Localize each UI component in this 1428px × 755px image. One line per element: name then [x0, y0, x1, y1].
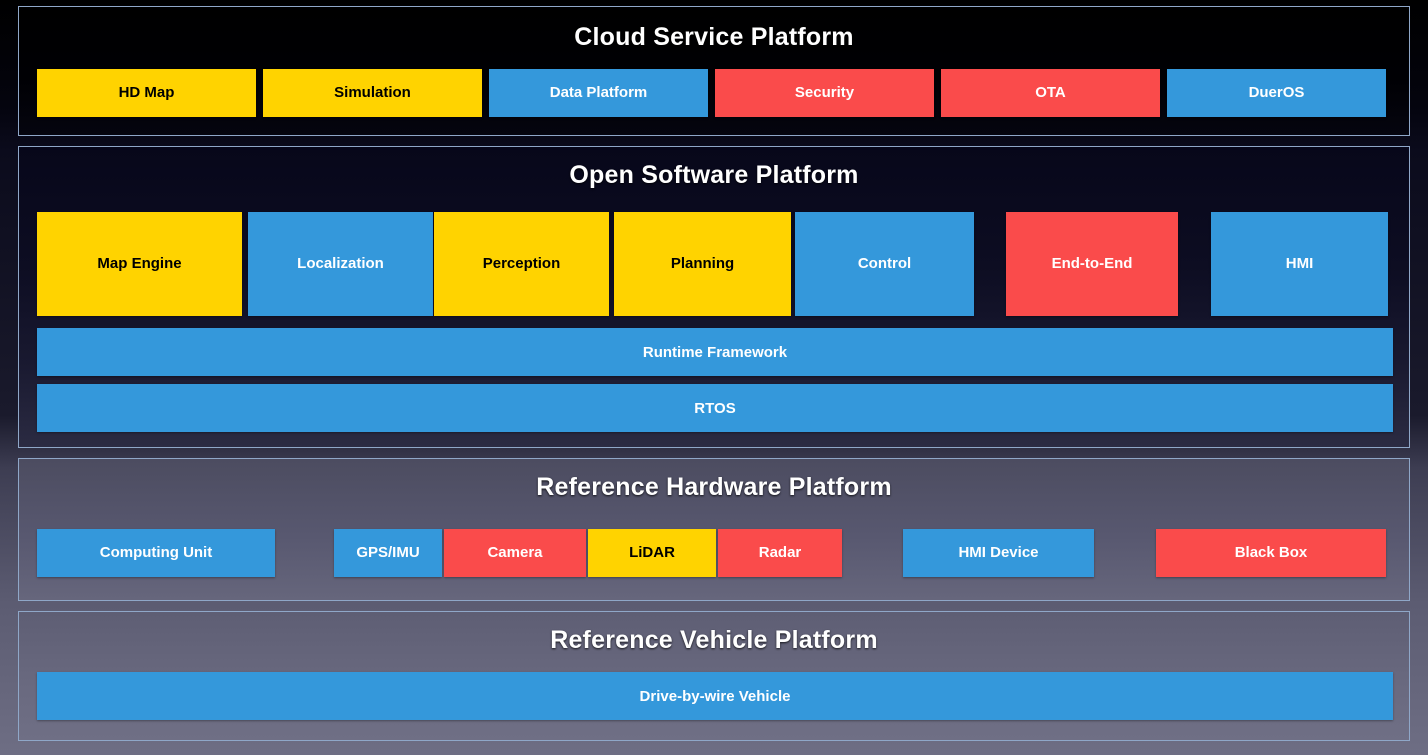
block-label: Localization: [297, 255, 384, 273]
block-label: LiDAR: [629, 544, 675, 562]
block-label: DuerOS: [1248, 84, 1305, 102]
block-label: Security: [794, 84, 855, 102]
block-label: Perception: [482, 255, 561, 273]
layer-title-cloud: Cloud Service Platform: [574, 23, 854, 51]
block-label: HMI Device: [958, 544, 1039, 562]
block-label: HMI: [1285, 255, 1314, 273]
layer-cloud-service-platform: Cloud Service Platform HD Map Simulation…: [18, 6, 1410, 136]
block-label: End-to-End: [1051, 255, 1133, 273]
bar-label: Runtime Framework: [642, 343, 788, 361]
layer-open-software-platform: Open Software Platform Map Engine Locali…: [18, 146, 1410, 448]
block-label: HD Map: [118, 84, 175, 102]
block-computing-unit[interactable]: Computing Unit: [37, 529, 275, 577]
layer-title-vehicle: Reference Vehicle Platform: [550, 626, 878, 654]
block-hmi-device[interactable]: HMI Device: [903, 529, 1094, 577]
block-control[interactable]: Control: [795, 212, 974, 316]
block-hd-map[interactable]: HD Map: [37, 69, 256, 117]
bar-drive-by-wire-vehicle[interactable]: Drive-by-wire Vehicle: [37, 672, 1393, 720]
block-label: Planning: [670, 255, 735, 273]
layer-title-hardware: Reference Hardware Platform: [536, 473, 892, 501]
block-label: Black Box: [1234, 544, 1308, 562]
block-planning[interactable]: Planning: [614, 212, 791, 316]
block-end-to-end[interactable]: End-to-End: [1006, 212, 1178, 316]
block-radar[interactable]: Radar: [718, 529, 842, 577]
layer-reference-hardware-platform: Reference Hardware Platform Computing Un…: [18, 458, 1410, 601]
block-ota[interactable]: OTA: [941, 69, 1160, 117]
block-simulation[interactable]: Simulation: [263, 69, 482, 117]
block-label: Data Platform: [549, 84, 648, 102]
layer-title-software: Open Software Platform: [569, 161, 859, 189]
block-localization[interactable]: Localization: [248, 212, 433, 316]
layer-reference-vehicle-platform: Reference Vehicle Platform Drive-by-wire…: [18, 611, 1410, 741]
block-label: Map Engine: [97, 255, 182, 273]
block-label: Simulation: [334, 84, 411, 102]
block-lidar[interactable]: LiDAR: [588, 529, 716, 577]
block-label: Control: [857, 255, 912, 273]
block-gps-imu[interactable]: GPS/IMU: [334, 529, 442, 577]
block-black-box[interactable]: Black Box: [1156, 529, 1386, 577]
block-label: Radar: [758, 544, 802, 562]
bar-rtos[interactable]: RTOS: [37, 384, 1393, 432]
block-dueros[interactable]: DuerOS: [1167, 69, 1386, 117]
block-security[interactable]: Security: [715, 69, 934, 117]
block-label: Camera: [487, 544, 543, 562]
bar-label: Drive-by-wire Vehicle: [639, 687, 791, 705]
block-data-platform[interactable]: Data Platform: [489, 69, 708, 117]
bar-runtime-framework[interactable]: Runtime Framework: [37, 328, 1393, 376]
block-label: GPS/IMU: [356, 544, 420, 562]
block-label: Computing Unit: [99, 544, 213, 562]
block-map-engine[interactable]: Map Engine: [37, 212, 242, 316]
block-label: OTA: [1035, 84, 1066, 102]
block-camera[interactable]: Camera: [444, 529, 586, 577]
block-hmi[interactable]: HMI: [1211, 212, 1388, 316]
block-perception[interactable]: Perception: [434, 212, 609, 316]
bar-label: RTOS: [694, 399, 736, 417]
